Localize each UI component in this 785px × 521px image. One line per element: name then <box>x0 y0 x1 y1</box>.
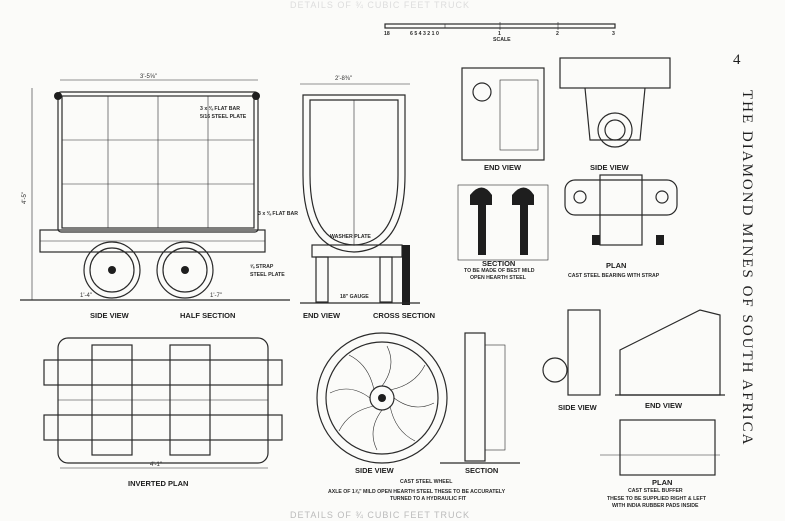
scale-tick: 2 <box>556 31 559 37</box>
scale-tick: 3 <box>612 31 615 37</box>
drawing-label: SECTION <box>482 259 515 268</box>
drawing-label: END VIEW <box>645 401 683 410</box>
drawing-label: AXLE OF 1⅞" MILD OPEN HEARTH STEEL THESE… <box>328 489 506 495</box>
drawing-label: PLAN <box>652 478 672 487</box>
drawing-label: SECTION <box>465 466 498 475</box>
label-end-view: END VIEW <box>303 311 341 320</box>
scale-bar: 18 6 5 4 3 2 1 0 1 2 3 SCALE <box>384 22 616 43</box>
drawing-label: END VIEW <box>484 163 522 172</box>
scale-tick: 1 <box>498 31 501 37</box>
drawing-label: 18" GAUGE <box>340 294 369 300</box>
drawing-label: CAST STEEL WHEEL <box>400 479 453 485</box>
scale-label: SCALE <box>493 37 511 43</box>
label-cross-section: CROSS SECTION <box>373 311 435 320</box>
drawing-label: 3 x ⅜ FLAT BAR <box>258 211 298 217</box>
drawing-label: INVERTED PLAN <box>128 479 188 488</box>
drawing-label: WITH INDIA RUBBER PADS INSIDE <box>612 503 699 509</box>
drawing-label: THESE TO BE SUPPLIED RIGHT & LEFT <box>607 496 707 502</box>
drawing-label: SIDE VIEW <box>558 403 598 412</box>
cast-steel-wheel: SIDE VIEW SECTION CAST STEEL WHEEL AXLE … <box>316 332 520 502</box>
drawing-label: 1'-7" <box>210 293 222 299</box>
running-title: THE DIAMOND MINES OF SOUTH AFRICA <box>739 90 755 447</box>
label-half-section: HALF SECTION <box>180 311 235 320</box>
drawing-label: STEEL PLATE <box>250 272 285 278</box>
drawing-label: OPEN HEARTH STEEL <box>470 275 527 281</box>
bearing-plan: PLAN CAST STEEL BEARING WITH STRAP <box>564 174 678 279</box>
drawing-label: CAST STEEL BUFFER <box>628 488 683 494</box>
drawing-label: 1'-4" <box>80 293 92 299</box>
truck-side-view: 3'-5⅝" 4'-5" 3 x ⅜ FLAT BAR 5/16 STEEL P… <box>20 74 298 320</box>
drawing-label: 3'-5⅝" <box>140 74 157 80</box>
bearing-side-view: SIDE VIEW <box>559 57 671 172</box>
drawing-label: 4'-5" <box>22 192 28 204</box>
drawing-label: WASHER PLATE <box>330 234 371 240</box>
faint-header-text: DETAILS OF ¾ CUBIC FEET TRUCK <box>290 0 471 10</box>
drawing-label: TURNED TO A HYDRAULIC FIT <box>390 496 467 502</box>
cast-steel-buffer: SIDE VIEW END VIEW PLAN CAST STEEL BUFFE… <box>542 309 725 509</box>
drawing-label: 5/16 STEEL PLATE <box>200 114 247 120</box>
inverted-plan: 4'-1" INVERTED PLAN <box>43 337 283 488</box>
drawing-label: SIDE VIEW <box>355 466 395 475</box>
drawing-label: CAST STEEL BEARING WITH STRAP <box>568 273 660 279</box>
page-number: 4 <box>733 52 741 68</box>
drawing-label: PLAN <box>606 261 626 270</box>
scale-tick: 6 5 4 3 2 1 0 <box>410 31 439 37</box>
drawing-label: 2'-8⅜" <box>335 76 352 82</box>
scale-tick: 18 <box>384 31 390 37</box>
drawing-label: SIDE VIEW <box>590 163 630 172</box>
label-side-view: SIDE VIEW <box>90 311 130 320</box>
faint-footer-text: DETAILS OF ¾ CUBIC FEET TRUCK <box>290 510 471 520</box>
drawing-label: ⅝ STRAP <box>250 264 274 270</box>
drawing-label: TO BE MADE OF BEST MILD <box>464 268 535 274</box>
drawing-label: 4'-1" <box>150 462 162 468</box>
drawing-label: 3 x ⅜ FLAT BAR <box>200 106 240 112</box>
truck-end-view: 2'-8⅜" WASHER PLATE 18" GAUGE END VIEW C… <box>300 76 435 320</box>
hook-section: SECTION TO BE MADE OF BEST MILD OPEN HEA… <box>457 184 549 281</box>
bearing-end-view: END VIEW <box>461 67 545 172</box>
